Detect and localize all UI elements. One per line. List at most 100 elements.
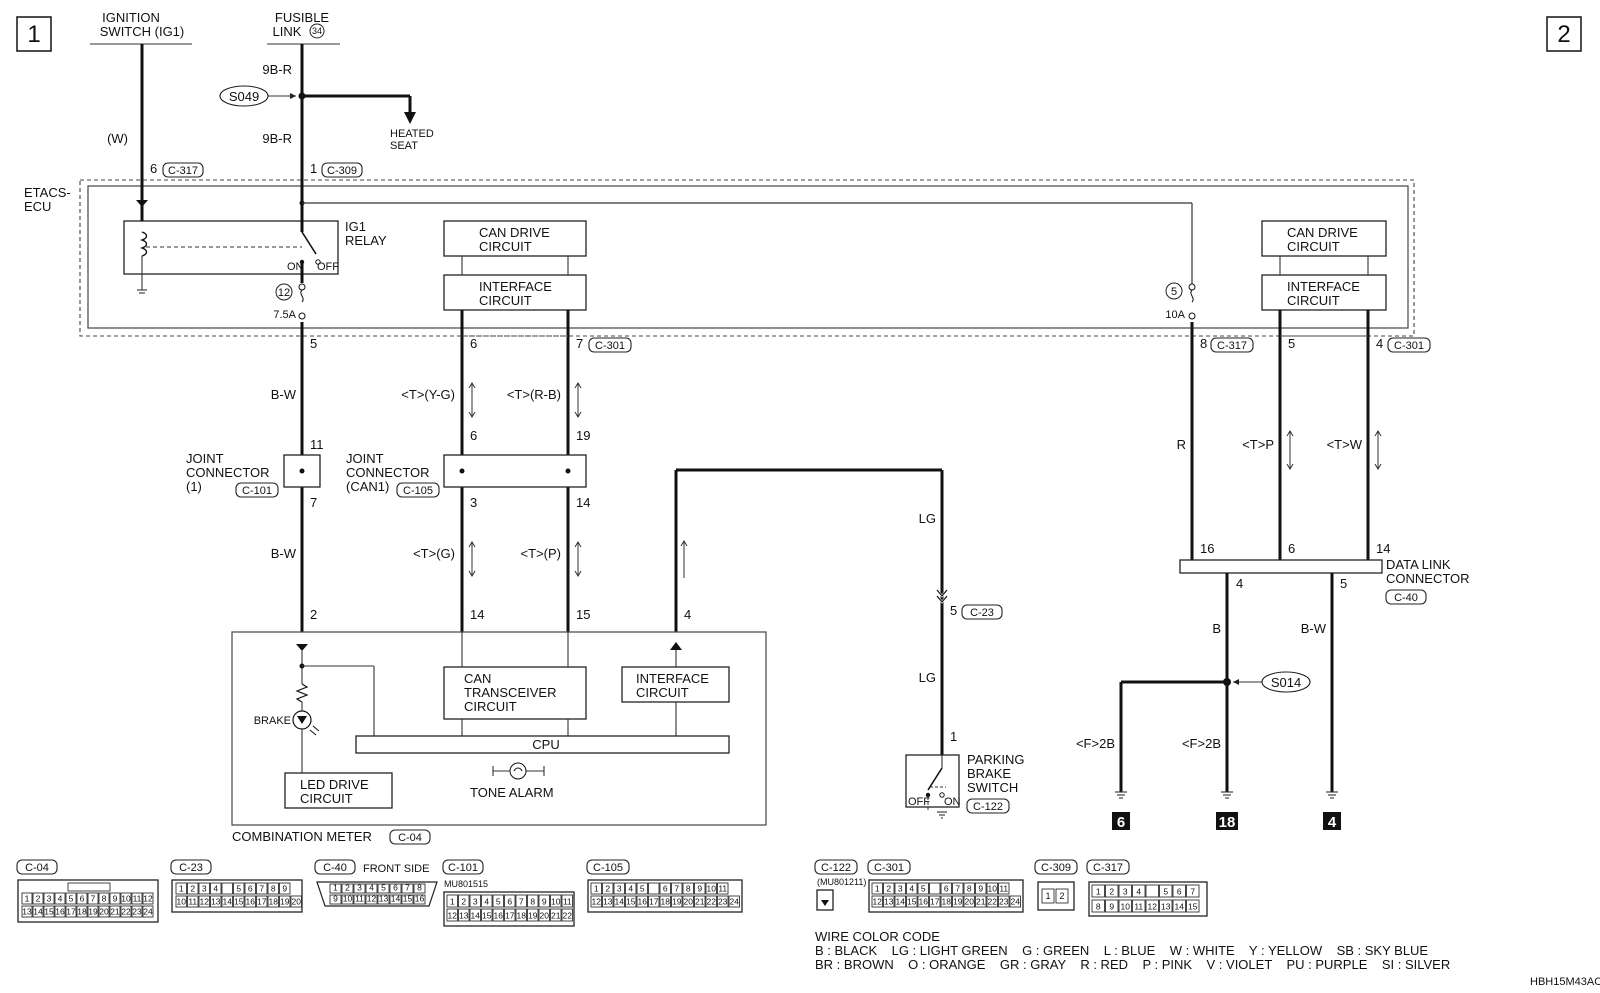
svg-text:C-23: C-23 bbox=[179, 862, 203, 874]
c105-pin-cell bbox=[717, 882, 729, 895]
etacs-ecu: ETACS- ECU bbox=[24, 179, 1415, 337]
c23-pin-number: 15 bbox=[234, 897, 244, 907]
connector-tag-c23: C-23 bbox=[961, 604, 1003, 620]
svg-text:34: 34 bbox=[312, 26, 322, 36]
c40-pin-number: 14 bbox=[391, 894, 401, 904]
c301-pin-cell bbox=[929, 882, 941, 895]
c301-pin-cell bbox=[929, 895, 941, 908]
signal-arrows bbox=[468, 382, 1382, 578]
svg-text:(CAN1): (CAN1) bbox=[346, 479, 389, 494]
c101-pin-cell bbox=[527, 894, 539, 908]
c40-pin-cell bbox=[353, 883, 366, 894]
svg-text:MU801515: MU801515 bbox=[444, 879, 488, 889]
c101-pin-cell bbox=[561, 894, 573, 908]
ignition-switch-label: IGNITION SWITCH (IG1) bbox=[90, 10, 192, 45]
pin-joint-19: 19 bbox=[576, 428, 590, 443]
c23-pin-cell bbox=[187, 882, 199, 895]
c301-pin-number: 7 bbox=[955, 884, 960, 894]
heated-seat-branch: HEATED SEAT bbox=[302, 94, 434, 152]
c04-pin-number: 3 bbox=[47, 894, 52, 904]
connector-tag-c122: C-122 bbox=[966, 798, 1010, 814]
c04-pin-number: 8 bbox=[102, 894, 107, 904]
c105-pin-number: 9 bbox=[697, 884, 702, 894]
c317-pin-number: 5 bbox=[1163, 887, 1168, 897]
wire-label-yg: <T>(Y-G) bbox=[401, 387, 455, 402]
svg-text:BRAKE: BRAKE bbox=[254, 715, 291, 727]
wire-label-f2b-left: <F>2B bbox=[1076, 736, 1115, 751]
svg-text:ON: ON bbox=[287, 261, 304, 273]
c04-pin-cell bbox=[142, 892, 154, 905]
c101-pin-cell bbox=[550, 908, 562, 922]
c04-pin-cell bbox=[109, 892, 121, 905]
c04-pin-number: 11 bbox=[133, 894, 142, 904]
svg-text:10A: 10A bbox=[1165, 309, 1185, 321]
c301-pin-number: 15 bbox=[907, 897, 917, 907]
c317-pin-number: 14 bbox=[1175, 902, 1185, 912]
c105-pin-number: 22 bbox=[707, 897, 717, 907]
c04-pin-cell bbox=[54, 905, 66, 918]
wire-color-code-legend: WIRE COLOR CODE B : BLACK LG : LIGHT GRE… bbox=[815, 929, 1450, 972]
c105-pin-number: 24 bbox=[730, 897, 740, 907]
pin-6: 6 bbox=[470, 336, 477, 351]
c105-pin-cell bbox=[671, 895, 683, 908]
c105-pin-cell bbox=[659, 895, 671, 908]
c101-pin-cell bbox=[504, 894, 516, 908]
c105-pin-cell bbox=[590, 882, 602, 895]
c301-pin-cell bbox=[952, 895, 964, 908]
c301-pin-cell bbox=[1009, 895, 1021, 908]
svg-text:C-317: C-317 bbox=[168, 165, 198, 177]
data-link-connector: DATA LINK CONNECTOR bbox=[1179, 557, 1470, 586]
c101-pin-cell bbox=[561, 908, 573, 922]
svg-text:C-309: C-309 bbox=[1041, 862, 1071, 874]
svg-text:IG1: IG1 bbox=[345, 219, 366, 234]
c40-pin-cell bbox=[329, 894, 342, 905]
c301-pin-number: 6 bbox=[944, 884, 949, 894]
pin-8-c317: 8 bbox=[1200, 336, 1207, 351]
c101-pin-cell bbox=[527, 908, 539, 922]
c105-pin-cell bbox=[717, 895, 729, 908]
c23-pin-cell bbox=[244, 882, 256, 895]
c23-pin-number: 4 bbox=[213, 884, 218, 894]
svg-text:CIRCUIT: CIRCUIT bbox=[464, 699, 517, 714]
c40-pin-cell bbox=[377, 883, 390, 894]
c105-pin-cell bbox=[648, 895, 660, 908]
c23-pin-number: 12 bbox=[200, 897, 210, 907]
c317-pin-number: 15 bbox=[1188, 902, 1198, 912]
pin-dl-4: 4 bbox=[1236, 576, 1243, 591]
c301-pin-cell bbox=[998, 895, 1010, 908]
svg-text:CAN DRIVE: CAN DRIVE bbox=[479, 225, 550, 240]
c105-pin-cell bbox=[705, 882, 717, 895]
c23-pin-number: 10 bbox=[177, 897, 187, 907]
c301-pin-number: 3 bbox=[898, 884, 903, 894]
svg-text:C-40: C-40 bbox=[323, 862, 347, 874]
c301-pin-number: 10 bbox=[988, 884, 998, 894]
c317-pin-number: 3 bbox=[1123, 887, 1128, 897]
svg-text:C-101: C-101 bbox=[242, 485, 272, 497]
wire-label-f2b-right: <F>2B bbox=[1182, 736, 1221, 751]
c04-pin-number: 21 bbox=[110, 907, 120, 917]
c301-pin-cell bbox=[906, 895, 918, 908]
joint-connector-1: JOINT CONNECTOR (1) bbox=[186, 451, 321, 494]
c101-pin-cell bbox=[469, 908, 481, 922]
connector-tag-c04: C-04 bbox=[389, 829, 431, 845]
c40-pin-number: 11 bbox=[355, 894, 364, 904]
c105-pin-cell bbox=[705, 895, 717, 908]
c23-pin-number: 8 bbox=[271, 884, 276, 894]
svg-text:WIRE COLOR CODE: WIRE COLOR CODE bbox=[815, 929, 940, 944]
c101-pin-number: 5 bbox=[496, 897, 501, 907]
c101-pin-number: 9 bbox=[542, 897, 547, 907]
c105-pin-number: 21 bbox=[695, 897, 705, 907]
c40-pin-number: 16 bbox=[415, 894, 425, 904]
svg-text:OFF: OFF bbox=[317, 261, 339, 273]
c04-pin-cell bbox=[98, 892, 110, 905]
svg-text:CIRCUIT: CIRCUIT bbox=[479, 293, 532, 308]
c04-pin-number: 17 bbox=[66, 907, 76, 917]
c317-pin-cell bbox=[1186, 899, 1200, 913]
c40-pin-number: 1 bbox=[333, 883, 338, 893]
c317-pin-number: 10 bbox=[1121, 902, 1131, 912]
c101-pin-cell bbox=[515, 894, 527, 908]
c40-pin-number: 2 bbox=[345, 883, 350, 893]
c101-pin-number: 11 bbox=[563, 897, 572, 907]
